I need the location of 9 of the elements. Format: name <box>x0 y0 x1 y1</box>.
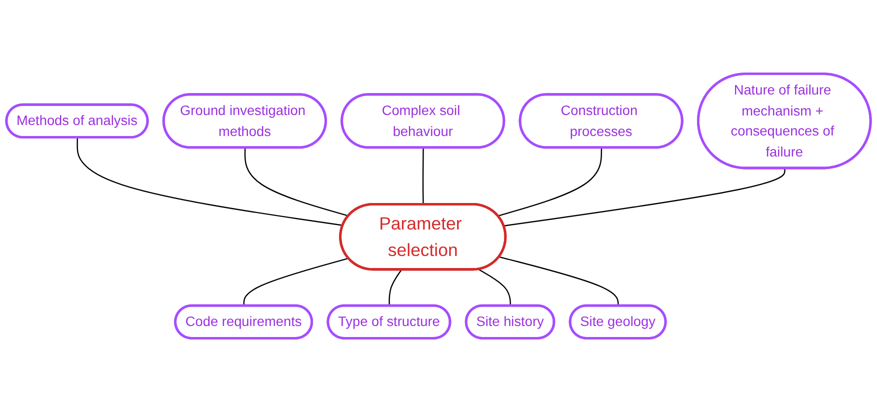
connector <box>499 256 619 306</box>
connector <box>244 148 349 217</box>
connector <box>498 148 602 217</box>
connector <box>76 138 343 226</box>
connector <box>388 269 402 306</box>
connector <box>504 168 786 226</box>
connector <box>422 148 424 205</box>
connector <box>478 268 512 306</box>
connector <box>243 258 349 306</box>
